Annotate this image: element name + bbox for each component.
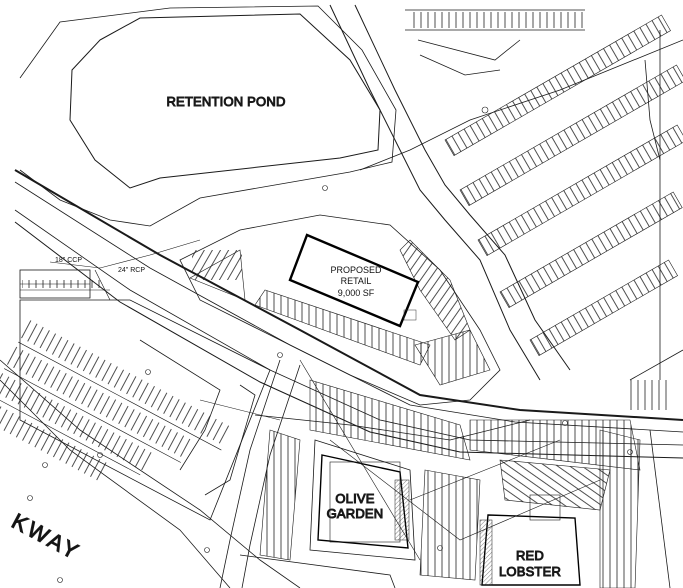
olive-garden-label-line2: GARDEN <box>327 506 384 521</box>
red-lobster-label-line1: RED <box>516 548 544 563</box>
east-road <box>644 30 661 380</box>
northeast-parking <box>405 9 683 410</box>
retention-pond: RETENTION POND <box>19 5 397 227</box>
retention-pond-label: RETENTION POND <box>166 94 285 109</box>
red-lobster-label-line2: LOBSTER <box>499 564 561 579</box>
road-name-label: KWAY <box>8 508 85 565</box>
olive-garden-site: OLIVE GARDEN <box>239 379 481 588</box>
proposed-retail-building: PROPOSED RETAIL 9,000 SF <box>288 233 420 328</box>
olive-garden-label-line1: OLIVE <box>335 491 374 506</box>
west-parking-lot <box>0 280 271 521</box>
dumpster-enclosure <box>403 309 417 321</box>
pipe-rcp-label: 24" RCP <box>118 267 145 274</box>
proposed-label-line1: PROPOSED <box>330 265 382 275</box>
red-lobster-site: RED LOBSTER <box>469 419 671 588</box>
proposed-label-line3: 9,000 SF <box>338 288 375 298</box>
west-canopy <box>19 269 91 299</box>
utility-lines <box>27 106 633 583</box>
olive-garden-building <box>317 454 409 549</box>
access-road <box>329 4 683 381</box>
pipe-ccp-label: 18" CCP <box>55 257 82 264</box>
proposed-retail-parking <box>179 214 501 406</box>
proposed-label-line2: RETAIL <box>341 276 372 286</box>
